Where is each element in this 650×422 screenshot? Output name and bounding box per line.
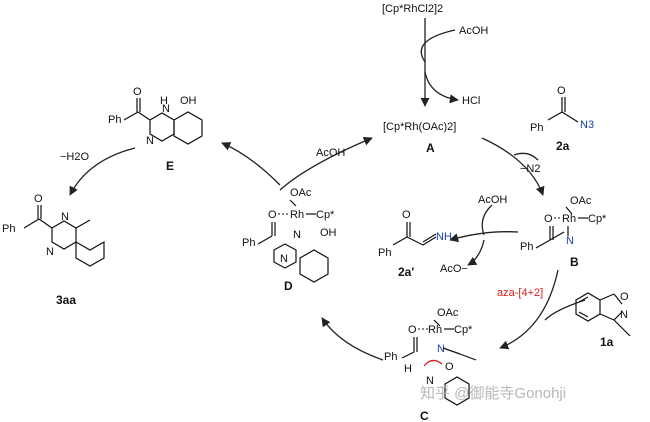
B-nitrogen: N — [566, 235, 574, 247]
C-cp: Cp* — [454, 324, 473, 336]
hcl-label: HCl — [462, 95, 480, 107]
E-nitrogen: N — [146, 135, 154, 147]
1a-oxygen: O — [620, 291, 629, 303]
D-oh: OH — [320, 227, 337, 239]
arrow-E-to-3aa — [69, 147, 136, 196]
2a-label: 2a — [556, 139, 570, 153]
n2-loss-curve — [513, 152, 539, 161]
2a-oxygen: O — [557, 85, 566, 97]
B-oxygen: O — [544, 213, 553, 225]
aco-minus-curve — [467, 239, 485, 266]
acoh-top-label: AcOH — [316, 147, 345, 159]
B-oac: OAc — [570, 195, 592, 207]
arrow-A-to-B — [481, 137, 545, 196]
intermediate-E: O Ph H OH N N E — [108, 86, 203, 173]
B-cp: Cp* — [588, 213, 607, 225]
C-nitrogen-2: N — [426, 375, 434, 387]
B-rh: Rh — [562, 213, 576, 225]
intermediate-D: OAc O Rh Cp* Ph N OH N D — [242, 187, 337, 293]
E-nh: H — [160, 95, 168, 107]
arrow-B-to-2a-prime — [449, 231, 519, 243]
aza-step-label: aza-[4+2] — [497, 287, 543, 299]
acoh-mid-label: AcOH — [478, 194, 507, 206]
C-oxygen: O — [408, 324, 417, 336]
C-oxygen-2: O — [445, 361, 454, 373]
2a-azide: N3 — [580, 119, 594, 131]
2a-phenyl: Ph — [530, 122, 543, 134]
E-nitrogen-2: N — [162, 103, 170, 115]
arrow-D-to-A — [279, 136, 373, 191]
compound-2a-prime: O Ph NH 2a' — [378, 209, 452, 279]
rh-active-label: [Cp*Rh(OAc)2] — [383, 121, 456, 133]
compound-2a: O Ph N3 2a — [530, 85, 594, 153]
acoh-in-label: AcOH — [459, 25, 488, 37]
3aa-label: 3aa — [56, 293, 76, 307]
C-phenyl: Ph — [384, 351, 397, 363]
compound-1a: O N 1a — [575, 291, 631, 349]
rh-precursor-label: [Cp*RhCl2]2 — [382, 3, 443, 15]
E-oh: OH — [180, 95, 197, 107]
1a-nitrogen: N — [620, 309, 628, 321]
D-nitrogen: N — [293, 229, 301, 241]
n2-loss-label: −N2 — [520, 163, 541, 175]
3aa-phenyl: Ph — [2, 223, 15, 235]
3aa-nitrogen-2: N — [46, 246, 54, 258]
B-label: B — [570, 255, 579, 269]
E-label: E — [166, 159, 174, 173]
hcl-out-curve — [424, 71, 459, 104]
2a-prime-nh: NH — [436, 231, 452, 243]
arrow-B-to-C — [499, 269, 559, 350]
h2o-loss-label: −H2O — [60, 151, 89, 163]
B-phenyl: Ph — [520, 241, 533, 253]
C-nitrogen: N — [437, 343, 445, 355]
E-oxygen: O — [133, 86, 142, 98]
D-cp: Cp* — [316, 209, 335, 221]
intermediate-B: OAc O Rh Cp* N Ph B — [520, 195, 607, 269]
C-oac: OAc — [437, 307, 459, 319]
C-red-bond — [423, 359, 443, 367]
D-phenyl: Ph — [242, 237, 255, 249]
acoh-mid-curve — [481, 204, 493, 236]
D-label: D — [284, 279, 293, 293]
E-phenyl: Ph — [108, 114, 121, 126]
acoh-in-curve — [420, 29, 456, 63]
intermediate-C: OAc O Rh Cp* N Ph H N O C — [384, 307, 477, 422]
D-rh: Rh — [290, 209, 304, 221]
3aa-nitrogen-1: N — [61, 211, 69, 223]
1a-label: 1a — [600, 335, 614, 349]
arrow-C-to-D — [321, 317, 384, 361]
C-rh: Rh — [428, 324, 442, 336]
2a-prime-phenyl: Ph — [378, 247, 391, 259]
2a-prime-oxygen: O — [402, 209, 411, 221]
D-oxygen: O — [268, 209, 277, 221]
1a-in-curve — [544, 299, 586, 321]
D-nitrogen-2: N — [280, 253, 288, 265]
arrow-D-to-E — [221, 142, 281, 186]
C-label: C — [420, 409, 429, 422]
C-hydrogen: H — [404, 363, 412, 375]
species-A-label: A — [426, 141, 435, 155]
product-3aa: O Ph N N 3aa — [2, 193, 105, 307]
2a-prime-label: 2a' — [398, 265, 414, 279]
watermark-text: 知乎 @御能寺Gonohji — [420, 385, 566, 402]
D-oac: OAc — [290, 187, 312, 199]
3aa-oxygen: O — [34, 193, 43, 205]
aco-minus-label: AcO− — [440, 263, 468, 275]
